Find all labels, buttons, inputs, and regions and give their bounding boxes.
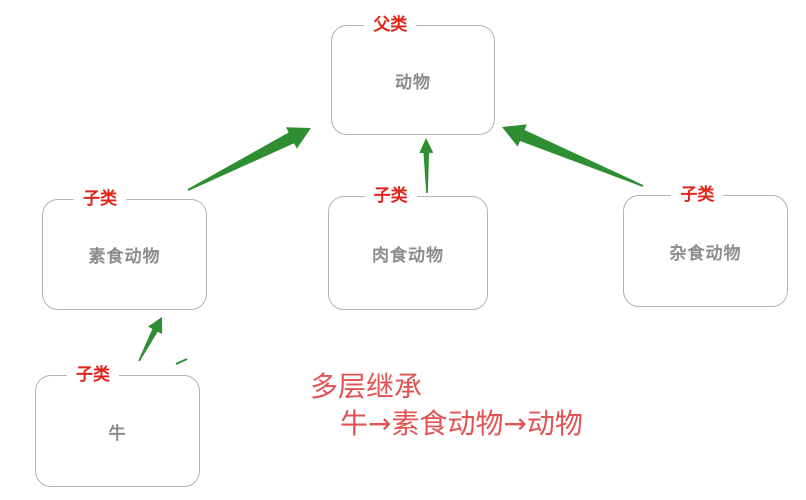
inheritance-arrow-carnivore-to-animal: [419, 138, 434, 193]
inheritance-arrow-herbivore-to-animal: [187, 127, 311, 191]
node-animal-text: 动物: [395, 72, 431, 93]
stray-green-mark: [175, 358, 188, 365]
annotation-text: 多层继承 牛→素食动物→动物: [310, 368, 583, 442]
child-class-label: 子类: [364, 186, 417, 206]
node-carnivore: 子类 肉食动物: [328, 186, 488, 310]
node-omnivore: 子类 杂食动物: [623, 185, 788, 307]
child-class-label: 子类: [67, 365, 120, 385]
inheritance-arrow-cow-to-herbivore: [138, 317, 163, 362]
node-carnivore-text: 肉食动物: [372, 245, 444, 266]
child-class-label: 子类: [671, 185, 724, 205]
node-omnivore-text: 杂食动物: [669, 243, 742, 264]
inheritance-arrow-omnivore-to-animal: [502, 124, 644, 187]
node-animal: 父类 动物: [331, 15, 495, 135]
child-class-label: 子类: [74, 189, 127, 209]
node-cow: 子类 牛: [35, 365, 200, 487]
annotation-line1: 多层继承: [310, 370, 423, 403]
node-herbivore: 子类 素食动物: [42, 189, 207, 310]
annotation-line2: 牛→素食动物→动物: [340, 407, 583, 440]
node-herbivore-text: 素食动物: [88, 247, 161, 267]
node-cow-text: 牛: [108, 423, 127, 444]
parent-class-label: 父类: [364, 15, 417, 35]
